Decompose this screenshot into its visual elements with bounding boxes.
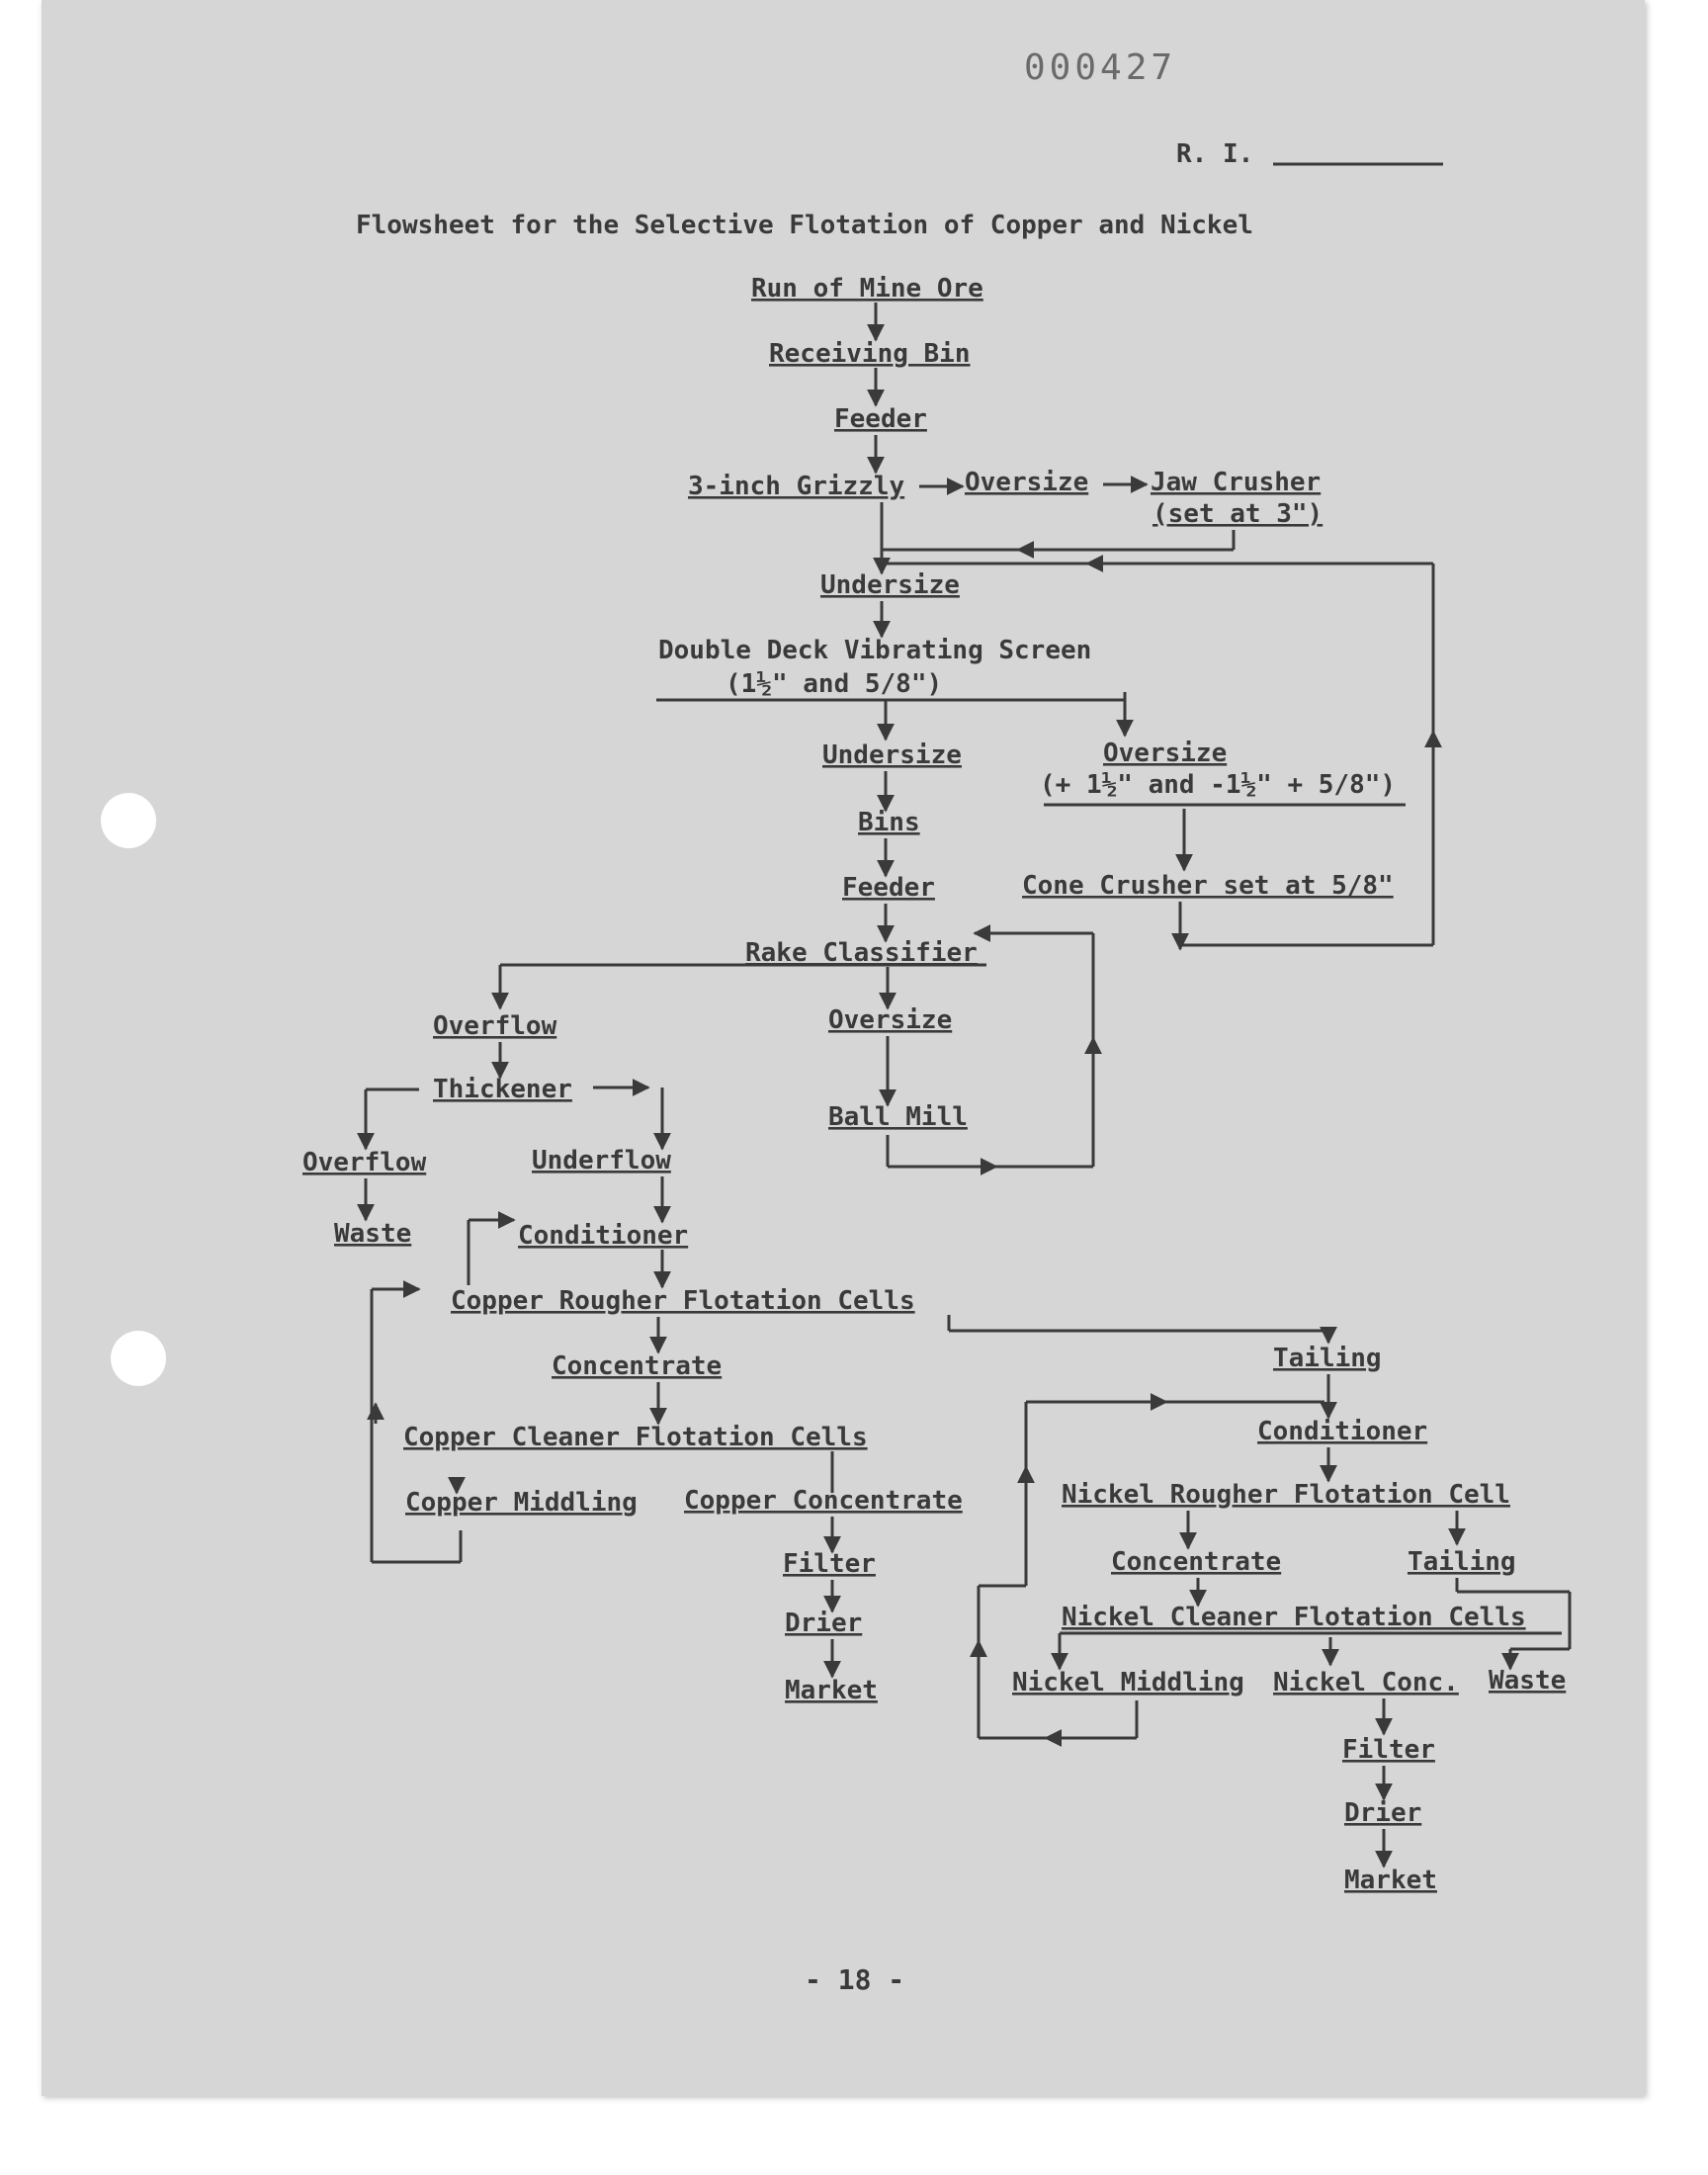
node-copper-market: Market [785, 1676, 878, 1705]
node-conditioner-2: Conditioner [1257, 1417, 1427, 1446]
node-jaw-crusher: Jaw Crusher [1151, 468, 1321, 497]
node-copper-rougher: Copper Rougher Flotation Cells [451, 1286, 915, 1316]
node-copper-filter: Filter [783, 1549, 876, 1579]
ri-label: R. I. [1176, 139, 1253, 169]
node-nickel-market: Market [1344, 1866, 1437, 1895]
node-nickel-conc: Nickel Conc. [1273, 1668, 1459, 1697]
node-feeder-2: Feeder [842, 873, 935, 903]
node-cone-crusher: Cone Crusher set at 5/8" [1022, 871, 1394, 901]
node-nickel-middling: Nickel Middling [1012, 1668, 1244, 1697]
node-thickener-underflow: Underflow [532, 1146, 671, 1175]
node-copper-concentrate-1: Concentrate [552, 1351, 722, 1381]
node-nickel-cleaner: Nickel Cleaner Flotation Cells [1062, 1603, 1526, 1632]
node-copper-cleaner: Copper Cleaner Flotation Cells [403, 1423, 868, 1452]
node-run-of-mine-ore: Run of Mine Ore [751, 274, 983, 304]
node-waste-2: Waste [1489, 1666, 1566, 1696]
node-screen-oversize-range: (+ 1½" and -1½" + 5/8") [1040, 770, 1396, 800]
node-copper-tailing: Tailing [1273, 1344, 1382, 1373]
node-nickel-tailing: Tailing [1408, 1547, 1516, 1577]
node-thickener: Thickener [433, 1075, 572, 1104]
node-screen-sizes: (1½" and 5/8") [726, 669, 942, 699]
node-copper-middling: Copper Middling [405, 1488, 638, 1518]
node-nickel-concentrate: Concentrate [1111, 1547, 1281, 1577]
node-nickel-filter: Filter [1342, 1735, 1435, 1765]
node-conditioner-1: Conditioner [518, 1221, 688, 1251]
node-nickel-drier: Drier [1344, 1798, 1421, 1828]
node-screen-oversize: Oversize [1103, 739, 1227, 768]
node-grizzly: 3-inch Grizzly [688, 472, 904, 501]
node-screen: Double Deck Vibrating Screen [658, 636, 1091, 665]
node-rake-classifier: Rake Classifier [745, 938, 978, 968]
node-thickener-overflow: Overflow [302, 1148, 427, 1177]
node-jaw-crusher-set: (set at 3") [1153, 499, 1323, 529]
page-number: - 18 - [805, 1963, 904, 1996]
node-feeder-1: Feeder [834, 404, 927, 434]
node-undersize-1: Undersize [820, 570, 960, 600]
node-waste-1: Waste [334, 1219, 411, 1249]
node-classifier-overflow: Overflow [433, 1011, 557, 1041]
node-nickel-rougher: Nickel Rougher Flotation Cell [1062, 1480, 1510, 1510]
punch-hole [111, 1331, 166, 1386]
node-undersize-2: Undersize [822, 740, 962, 770]
node-ball-mill: Ball Mill [828, 1102, 968, 1132]
node-bins: Bins [858, 808, 920, 837]
flow-connectors [357, 303, 1572, 1869]
stamp-number: 000427 [1024, 47, 1176, 88]
node-receiving-bin: Receiving Bin [769, 339, 971, 369]
node-copper-concentrate: Copper Concentrate [684, 1486, 963, 1516]
page-title: Flowsheet for the Selective Flotation of… [356, 211, 1253, 240]
punch-hole [101, 793, 156, 848]
node-copper-drier: Drier [785, 1609, 862, 1638]
node-classifier-oversize: Oversize [828, 1005, 952, 1035]
node-grizzly-oversize: Oversize [965, 468, 1088, 497]
document-page [42, 0, 1645, 2096]
